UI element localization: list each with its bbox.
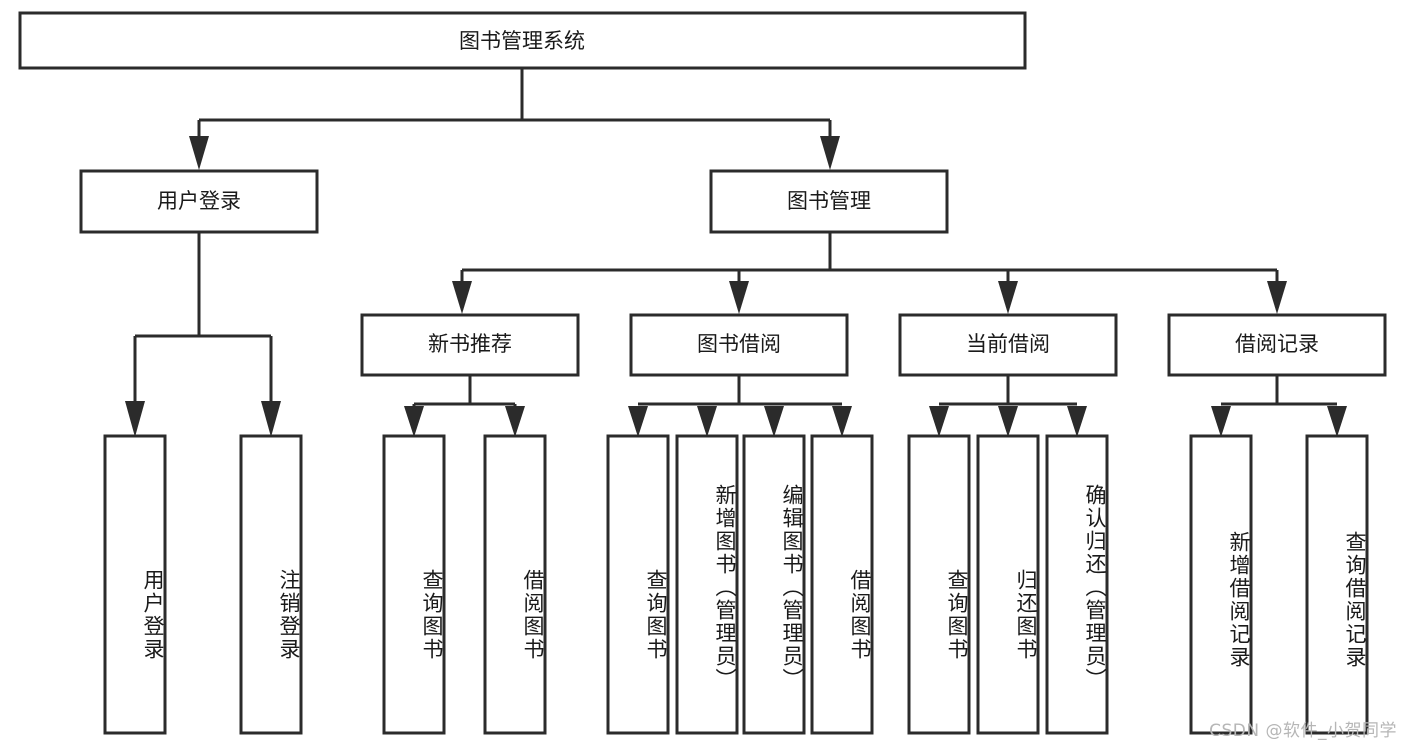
arrow-head-current-leaf-2 [1067,406,1087,437]
arrow-head-borrow-leaf-1 [697,406,717,437]
arrow-head-newbook-leaf-1 [505,406,525,437]
node-new-book-recommend-box[interactable] [360,313,580,377]
node-book-manage[interactable]: 图书管理 [709,169,949,234]
arrow-head-user-leaf-1 [261,401,281,437]
arrow-head-user-leaf-0 [125,401,145,437]
node-root-label: 图书管理系统 [459,29,585,53]
leaf-box-new-book-0[interactable] [382,434,446,735]
leaf-box-user-login-0[interactable] [103,434,167,735]
leaf-box-current-borrow-2[interactable] [1045,434,1109,735]
connector-group-user-login [125,232,281,437]
node-book-manage-box[interactable] [709,169,949,234]
leaf-box-current-borrow-1[interactable] [976,434,1040,735]
node-user-login-box[interactable] [79,169,319,234]
node-root-box[interactable] [18,11,1027,70]
connector-group-book-manage [452,232,1287,314]
arrow-head-level2-3 [1267,281,1287,314]
arrow-head-borrow-leaf-0 [628,406,648,437]
node-current-borrow[interactable]: 当前借阅 [898,313,1118,377]
leaf-box-new-book-1[interactable] [483,434,547,735]
connector-group-book-borrow [628,375,852,437]
node-book-borrow[interactable]: 图书借阅 [629,313,849,377]
node-borrow-record-label: 借阅记录 [1235,332,1319,356]
connector-group-root [189,68,840,170]
arrow-head-borrow-leaf-2 [764,406,784,437]
node-user-login[interactable]: 用户登录 [79,169,319,234]
connector-group-borrow-record [1211,375,1347,437]
arrow-head-level2-2 [998,281,1018,314]
arrow-head-current-leaf-1 [998,406,1018,437]
arrow-head-record-leaf-0 [1211,406,1231,437]
connector-group-current-borrow [929,375,1087,437]
node-borrow-record[interactable]: 借阅记录 [1167,313,1387,377]
arrow-head-newbook-leaf-0 [404,406,424,437]
node-new-book-recommend[interactable]: 新书推荐 [360,313,580,377]
node-book-borrow-box[interactable] [629,313,849,377]
node-book-borrow-label: 图书借阅 [697,332,781,356]
arrow-head-borrow-leaf-3 [832,406,852,437]
node-user-login-label: 用户登录 [157,189,241,213]
csdn-watermark: CSDN @软件_小贺同学 [1209,721,1397,741]
arrow-head-current-leaf-0 [929,406,949,437]
leaf-box-borrow-record-0[interactable] [1189,434,1253,735]
arrow-head-level2-1 [729,281,749,314]
node-borrow-record-box[interactable] [1167,313,1387,377]
node-new-book-recommend-label: 新书推荐 [428,332,512,356]
leaf-box-borrow-record-1[interactable] [1305,434,1369,735]
arrow-head-to-book-manage [820,136,840,170]
arrow-head-record-leaf-1 [1327,406,1347,437]
leaf-box-user-login-1[interactable] [239,434,303,735]
leaf-box-current-borrow-0[interactable] [907,434,971,735]
node-current-borrow-box[interactable] [898,313,1118,377]
leaf-box-book-borrow-2[interactable] [742,434,806,735]
arrow-head-to-user-login [189,136,209,170]
leaf-box-book-borrow-1[interactable] [675,434,739,735]
connector-group-new-book [404,375,525,437]
node-current-borrow-label: 当前借阅 [966,332,1050,356]
arrow-head-level2-0 [452,281,472,314]
node-book-manage-label: 图书管理 [787,189,871,213]
leaf-box-book-borrow-3[interactable] [810,434,874,735]
leaf-box-book-borrow-0[interactable] [606,434,670,735]
node-root[interactable]: 图书管理系统 [18,11,1027,70]
